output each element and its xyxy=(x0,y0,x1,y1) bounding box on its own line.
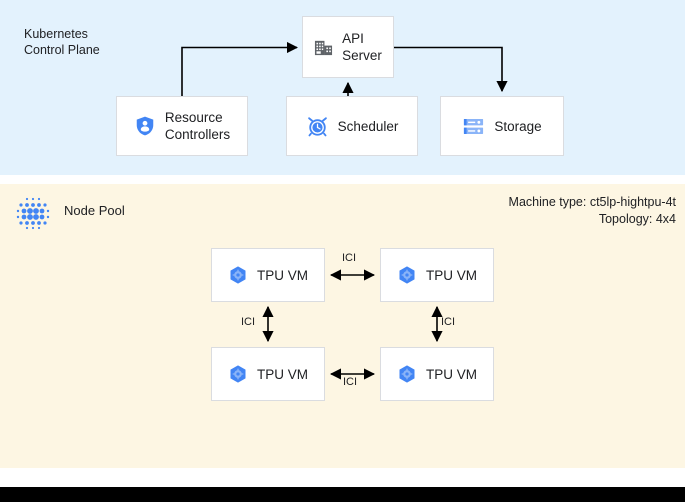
node-pool-title: Node Pool xyxy=(64,203,125,218)
machine-type-text: Machine type: ct5lp-hightpu-4t xyxy=(508,195,676,209)
ici-label-bottom: ICI xyxy=(343,376,358,388)
node-label-storage: Storage xyxy=(494,118,542,134)
node-label-tpu-vm-4: TPU VM xyxy=(425,366,477,382)
ici-label-right: ICI xyxy=(441,316,456,328)
node-box-tpu-vm-1[interactable]: TPU VM xyxy=(211,248,325,302)
node-box-scheduler[interactable]: Scheduler xyxy=(286,96,418,156)
node-box-tpu-vm-2[interactable]: TPU VM xyxy=(380,248,494,302)
ici-label-top: ICI xyxy=(342,252,357,264)
shield-person-icon xyxy=(134,115,156,137)
node-box-storage[interactable]: Storage xyxy=(440,96,564,156)
node-box-tpu-vm-4[interactable]: TPU VM xyxy=(380,347,494,401)
tpu-hexagon-icon xyxy=(228,265,248,285)
node-pool-panel xyxy=(0,184,685,468)
tpu-hexagon-icon xyxy=(228,364,248,384)
node-label-tpu-vm-1: TPU VM xyxy=(256,267,308,283)
node-label-resource-controllers: Resource Controllers xyxy=(164,110,231,142)
node-box-api-server[interactable]: API Server xyxy=(302,16,394,78)
machine-info: Machine type: ct5lp-hightpu-4t Topology:… xyxy=(509,194,676,228)
tpu-hexagon-icon xyxy=(397,265,417,285)
server-rack-icon xyxy=(462,115,485,138)
node-box-resource-controllers[interactable]: Resource Controllers xyxy=(116,96,248,156)
alarm-clock-icon xyxy=(306,115,329,138)
tpu-hexagon-icon xyxy=(397,364,417,384)
node-label-tpu-vm-3: TPU VM xyxy=(256,366,308,382)
node-label-scheduler: Scheduler xyxy=(337,118,399,134)
topology-text: Topology: 4x4 xyxy=(598,212,676,226)
ici-label-left: ICI xyxy=(241,316,256,328)
node-box-tpu-vm-3[interactable]: TPU VM xyxy=(211,347,325,401)
footer-bar xyxy=(0,487,685,502)
building-icon xyxy=(314,38,333,57)
control-plane-title: Kubernetes Control Plane xyxy=(24,27,100,57)
tpu-dot-grid-icon xyxy=(14,194,52,232)
node-label-api-server: API Server xyxy=(342,31,382,63)
node-label-tpu-vm-2: TPU VM xyxy=(425,267,477,283)
